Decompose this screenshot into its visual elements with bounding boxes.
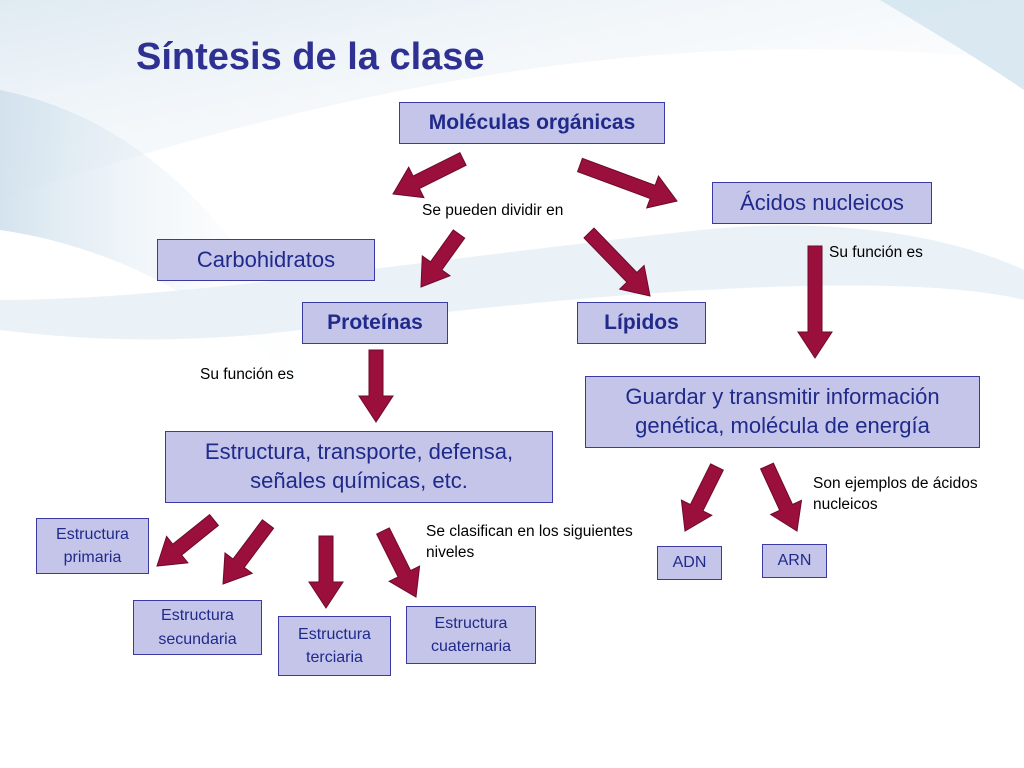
node-carbohidratos: Carbohidratos — [157, 239, 375, 281]
label-su-funcion-nucleicos: Su función es — [829, 244, 923, 261]
label-line-1: Son ejemplos de ácidos — [813, 475, 978, 492]
arrow-function-to-cuaternaria — [376, 527, 421, 598]
node-moleculas-organicas: Moléculas orgánicas — [399, 102, 665, 144]
node-label-line-2: genética, molécula de energía — [635, 413, 930, 438]
node-label: Ácidos nucleicos — [740, 189, 904, 215]
node-adn: ADN — [657, 546, 722, 580]
node-label: Lípidos — [604, 311, 679, 335]
arrow-to-adn — [680, 463, 724, 532]
node-protein-function: Estructura, transporte, defensa, señales… — [165, 431, 553, 503]
arrow-function-to-terciaria — [308, 535, 344, 609]
label-line-2: niveles — [426, 543, 475, 561]
node-label: Proteínas — [327, 311, 423, 335]
arrow-organic-to-left — [392, 152, 467, 199]
arrow-function-to-primaria — [156, 513, 220, 567]
node-label-line-2: primaria — [63, 549, 122, 566]
node-label: ADN — [672, 554, 707, 572]
node-label-line-1: Estructura — [434, 614, 508, 632]
node-arn: ARN — [762, 544, 827, 578]
page-title: Síntesis de la clase — [136, 36, 485, 78]
node-estructura-cuaternaria: Estructura cuaternaria — [406, 606, 536, 664]
arrow-organic-to-nucleic — [576, 157, 678, 209]
node-nucleic-function: Guardar y transmitir información genétic… — [585, 376, 980, 448]
node-label-line-2: señales químicas, etc. — [250, 468, 468, 493]
node-label-line-1: Estructura — [298, 625, 371, 643]
node-label-line-1: Guardar y transmitir información — [625, 384, 940, 410]
node-estructura-secundaria: Estructura secundaria — [133, 600, 262, 655]
node-label-line-1: Estructura — [161, 607, 234, 625]
node-label-line-1: Estructura, transporte, defensa, — [204, 439, 514, 465]
node-label-line-2: secundaria — [158, 630, 237, 648]
node-estructura-terciaria: Estructura terciaria — [278, 616, 391, 676]
node-estructura-primaria: Estructura primaria — [36, 518, 149, 574]
node-lipidos: Lípidos — [577, 302, 706, 344]
arrow-function-to-secundaria — [222, 519, 275, 585]
label-son-ejemplos: Son ejemplos de ácidos nucleicos — [813, 474, 978, 516]
node-label-line-2: terciaria — [306, 649, 363, 666]
label-se-clasifican: Se clasifican en los siguientes niveles — [426, 522, 633, 564]
arrow-nucleic-to-function — [797, 245, 833, 359]
label-se-pueden-dividir: Se pueden dividir en — [422, 202, 564, 219]
label-line-1: Se clasifican en los siguientes — [426, 523, 633, 540]
arrow-divide-to-lipids — [583, 227, 651, 297]
label-su-funcion-proteinas: Su función es — [200, 366, 294, 383]
node-label: ARN — [777, 552, 812, 570]
node-label: Moléculas orgánicas — [428, 111, 636, 135]
arrow-to-arn — [759, 462, 803, 532]
node-acidos-nucleicos: Ácidos nucleicos — [712, 182, 932, 224]
node-proteinas: Proteínas — [302, 302, 448, 344]
arrow-divide-to-proteins — [420, 229, 466, 288]
label-line-2: nucleicos — [813, 495, 878, 513]
node-label-line-1: Estructura — [56, 525, 129, 543]
arrow-proteins-to-function — [358, 349, 394, 423]
node-label-line-2: cuaternaria — [430, 638, 512, 655]
node-label: Carbohidratos — [196, 246, 336, 272]
